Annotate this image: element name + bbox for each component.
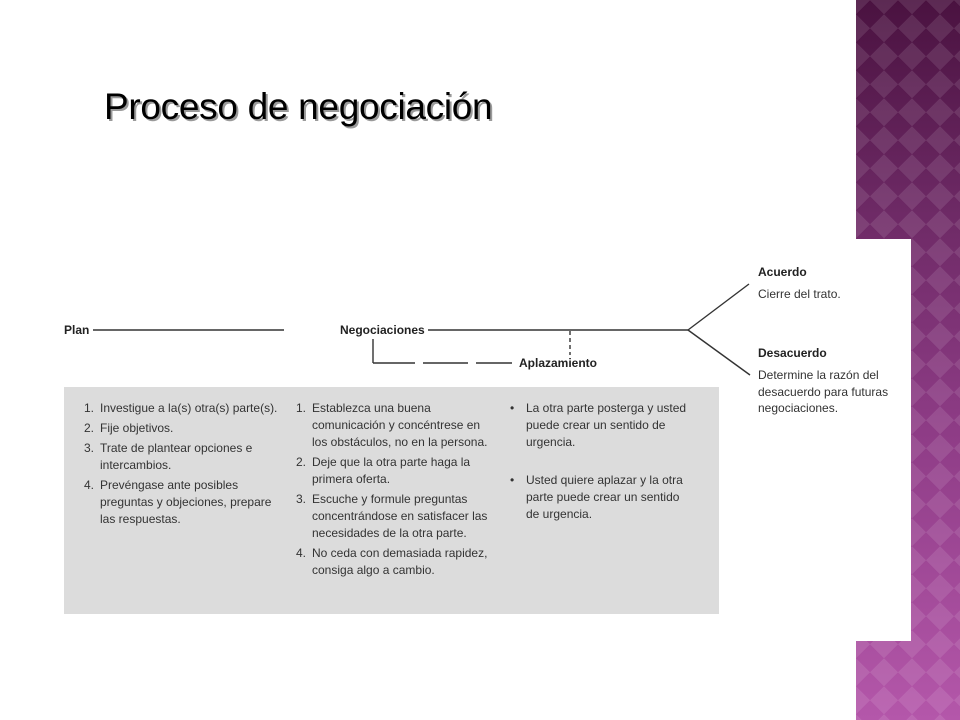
stage-label-aplazamiento: Aplazamiento [519,356,598,370]
aplazamiento-notes-list: •La otra parte posterga y usted puede cr… [510,400,695,544]
stage-label-plan: Plan [64,323,90,337]
negociacion-steps-list: 1.Establezca una buena comunicación y co… [296,400,496,582]
outcome-desc-acuerdo: Cierre del trato. [758,287,841,301]
list-item: •Usted quiere aplazar y la otra parte pu… [510,473,683,521]
stage-label-negociaciones: Negociaciones [340,323,425,337]
process-diagram: Plan Negociaciones Aplazamiento Acuerdo … [0,239,911,641]
plan-steps-list: 1.Investigue a la(s) otra(s) parte(s). 2… [84,400,284,531]
list-item: •La otra parte posterga y usted puede cr… [510,401,687,449]
list-item: 2.Deje que la otra parte haga la primera… [296,455,471,486]
branch-acuerdo-line [687,283,750,331]
list-item: 3.Escuche y formule preguntas concentrán… [296,492,488,540]
flow-lines [93,283,751,376]
slide-title: Proceso de negociación [104,86,493,127]
outcome-title-desacuerdo: Desacuerdo [758,346,827,360]
list-item: 4.No ceda con demasiada rapidez, consiga… [296,546,488,577]
branch-desacuerdo-line [687,329,751,376]
outcome-title-acuerdo: Acuerdo [758,265,807,279]
list-item: 3.Trate de plantear opciones e intercamb… [84,441,253,472]
list-item: 1.Investigue a la(s) otra(s) parte(s). [84,401,278,415]
outcome-desc-desacuerdo: Determine la razón del desacuerdo para f… [758,368,889,415]
list-item: 1.Establezca una buena comunicación y co… [296,401,488,449]
list-item: 2.Fije objetivos. [84,421,174,435]
steps-panel [64,387,719,614]
list-item: 4.Prevéngase ante posibles preguntas y o… [84,478,272,526]
